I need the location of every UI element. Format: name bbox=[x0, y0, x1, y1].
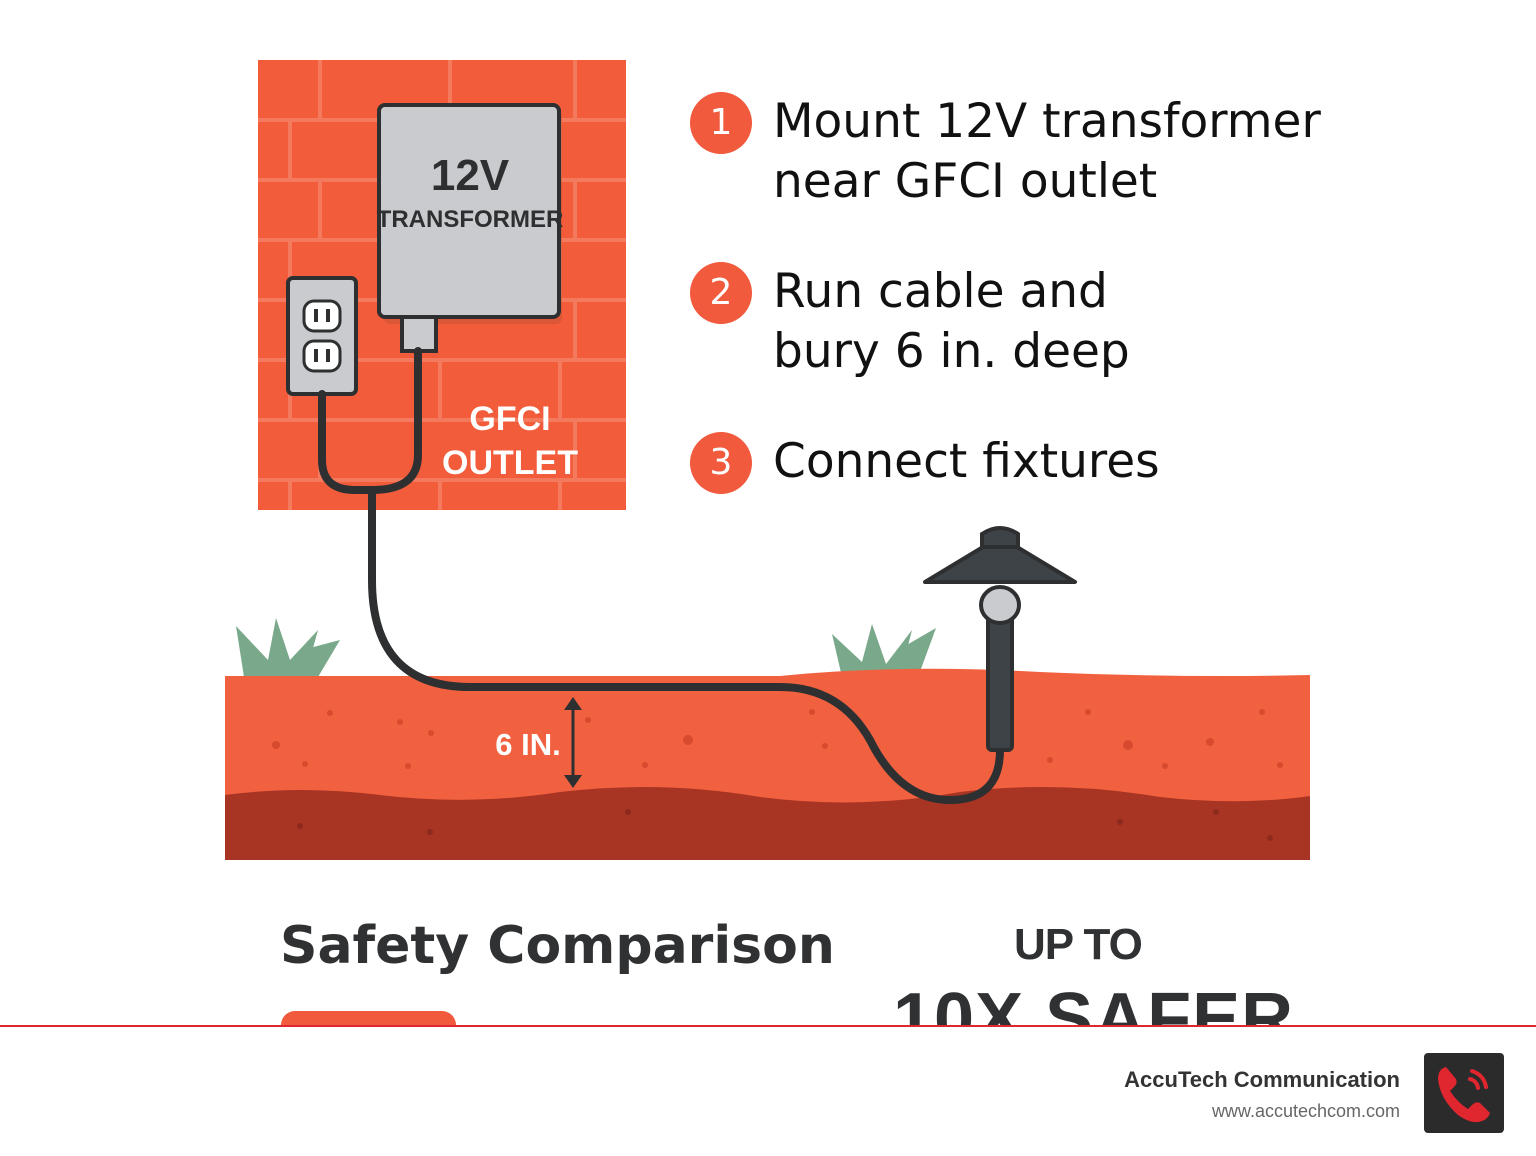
up-to-label: UP TO bbox=[1014, 920, 1143, 969]
step-line: Connect fixtures bbox=[773, 434, 1160, 489]
grass-left bbox=[236, 618, 340, 677]
step-item: 1 Mount 12V transformer near GFCI outlet bbox=[690, 92, 1321, 212]
installation-illustration: 12V TRANSFORMER GFCI OUTLET bbox=[225, 60, 1321, 1025]
scene-graphic: 12V TRANSFORMER GFCI OUTLET bbox=[225, 60, 1310, 860]
depth-marker bbox=[564, 697, 582, 788]
comparison-bar bbox=[281, 1011, 456, 1025]
step-number: 2 bbox=[690, 262, 752, 324]
safer-value: 10X SAFER bbox=[893, 979, 1295, 1025]
step-line: Mount 12V transformer bbox=[773, 94, 1321, 149]
step-number: 1 bbox=[690, 92, 752, 154]
brand-name: AccuTech Communication bbox=[1124, 1067, 1400, 1092]
soil bbox=[225, 668, 1310, 860]
step-number: 3 bbox=[690, 432, 752, 494]
step-text: Mount 12V transformer near GFCI outlet bbox=[773, 92, 1321, 212]
transformer-voltage: 12V bbox=[431, 151, 510, 200]
safety-comparison-title: Safety Comparison bbox=[280, 916, 835, 976]
transformer-box: 12V TRANSFORMER bbox=[377, 103, 564, 353]
cable bbox=[318, 347, 1004, 805]
step-item: 2 Run cable and bury 6 in. deep bbox=[690, 262, 1130, 382]
step-text: Connect fixtures bbox=[773, 432, 1160, 492]
outlet-label-line2: OUTLET bbox=[442, 444, 578, 482]
step-line: Run cable and bbox=[773, 264, 1108, 319]
phone-glyph bbox=[1438, 1067, 1490, 1123]
outlet-label-line1: GFCI bbox=[469, 400, 550, 438]
step-line: bury 6 in. deep bbox=[773, 324, 1130, 379]
gfci-outlet bbox=[286, 276, 358, 396]
phone-icon[interactable] bbox=[1424, 1053, 1504, 1133]
step-text: Run cable and bury 6 in. deep bbox=[773, 262, 1130, 382]
footer: AccuTech Communication www.accutechcom.c… bbox=[0, 1025, 1536, 1156]
depth-label: 6 IN. bbox=[495, 727, 560, 762]
step-item: 3 Connect fixtures bbox=[690, 432, 1160, 494]
website-link[interactable]: www.accutechcom.com bbox=[1211, 1101, 1400, 1121]
path-light-fixture bbox=[923, 526, 1077, 752]
step-line: near GFCI outlet bbox=[773, 154, 1158, 209]
grass-right bbox=[832, 624, 936, 677]
transformer-label: TRANSFORMER bbox=[377, 206, 564, 233]
